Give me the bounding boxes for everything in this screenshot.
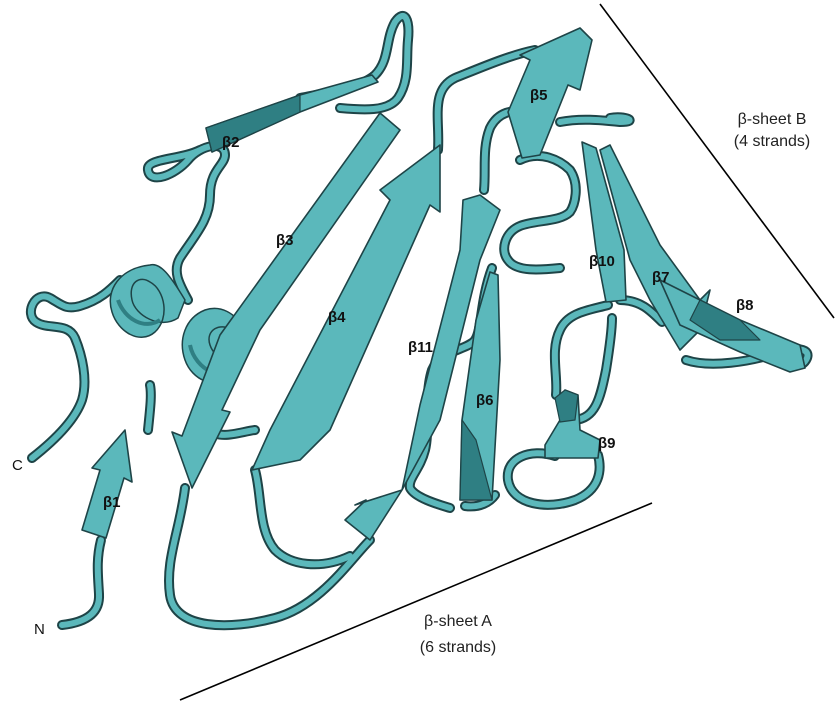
sheet-a-guide-line: [180, 503, 652, 700]
label-b1: β1: [103, 494, 121, 511]
label-b11: β11: [408, 339, 433, 356]
label-b7: β7: [652, 269, 670, 286]
strand-b2-dark-face: [206, 95, 300, 152]
strands: [82, 28, 805, 540]
label-b9: β9: [598, 435, 616, 452]
label-b10: β10: [589, 253, 615, 270]
label-b6: β6: [476, 392, 494, 409]
n-terminus-label: N: [34, 621, 45, 638]
sheet-a-title: β-sheet A: [424, 613, 492, 630]
strand-b5: [508, 28, 592, 158]
label-b8: β8: [736, 297, 754, 314]
sheet-b-subtitle: (4 strands): [734, 133, 810, 150]
label-b3: β3: [276, 232, 294, 249]
c-terminus-label: C: [12, 457, 23, 474]
strand-b9-dark-face: [555, 390, 578, 422]
sheet-b-title: β-sheet B: [738, 111, 807, 128]
label-b4: β4: [328, 309, 346, 326]
label-b2: β2: [222, 134, 240, 151]
sheet-a-subtitle: (6 strands): [420, 639, 496, 656]
strand-b1: [82, 430, 132, 538]
label-b5: β5: [530, 87, 548, 104]
